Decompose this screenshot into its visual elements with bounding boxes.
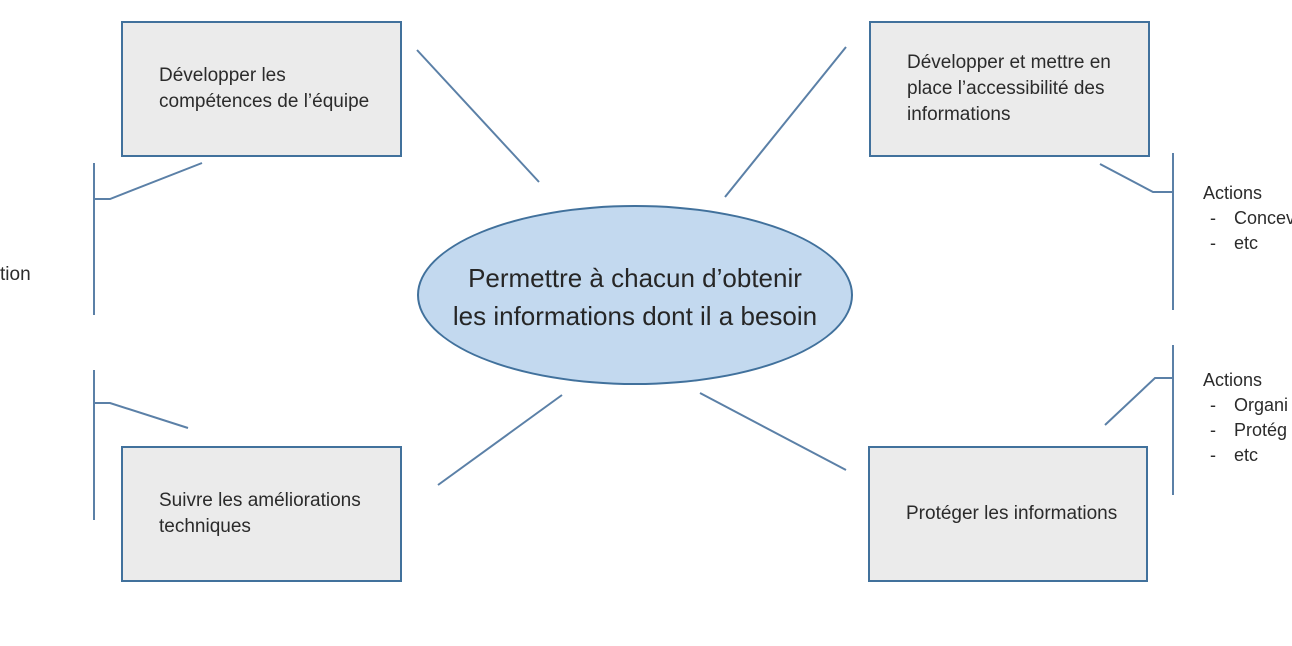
bullet-dash: -: [1210, 395, 1216, 415]
actions-list-top-title: Actions: [1203, 183, 1263, 203]
right-bracket-top-elbow[interactable]: [1099, 163, 1173, 193]
list-item: - etc: [1203, 231, 1292, 256]
actions-list-bottom: Actions - Organi - Protég - etc: [1203, 368, 1292, 468]
box-protect-information[interactable]: Protéger les informations: [868, 446, 1148, 582]
list-item-text: etc: [1234, 233, 1259, 253]
box-develop-skills-label: Développer les compétences de l’équipe: [159, 65, 370, 112]
list-item-text: Concev: [1234, 208, 1292, 228]
list-item-text: etc: [1234, 445, 1259, 465]
list-item: - Organi: [1203, 393, 1292, 418]
list-item: - Protég: [1203, 418, 1292, 443]
connector-top-left[interactable]: [416, 49, 540, 183]
bullet-dash: -: [1210, 445, 1216, 465]
connector-bottom-right[interactable]: [699, 392, 847, 471]
list-item-text: Organi: [1234, 395, 1289, 415]
box-technical-improvements[interactable]: Suivre les améliorations techniques: [121, 446, 402, 582]
box-information-accessibility-label: Développer et mettre en place l’accessib…: [907, 52, 1111, 125]
left-truncated-text: tion: [0, 264, 31, 285]
bullet-dash: -: [1210, 233, 1216, 253]
actions-list-bottom-title: Actions: [1203, 370, 1263, 390]
box-protect-information-label: Protéger les informations: [906, 503, 1118, 524]
list-item: - Concev: [1203, 206, 1292, 231]
actions-list-top: Actions - Concev - etc: [1203, 181, 1292, 256]
right-bracket-bottom-elbow[interactable]: [1104, 377, 1173, 426]
bullet-dash: -: [1210, 420, 1216, 440]
left-bracket-bottom-elbow[interactable]: [94, 402, 189, 429]
box-information-accessibility[interactable]: Développer et mettre en place l’accessib…: [869, 21, 1150, 157]
left-bracket-top-elbow[interactable]: [94, 162, 203, 200]
connector-top-right[interactable]: [724, 46, 847, 198]
list-item: - etc: [1203, 443, 1292, 468]
central-goal-label: Permettre à chacun d’obtenir les informa…: [452, 263, 818, 331]
connector-bottom-left[interactable]: [437, 394, 563, 486]
central-goal-ellipse[interactable]: Permettre à chacun d’obtenir les informa…: [417, 205, 853, 385]
box-develop-skills[interactable]: Développer les compétences de l’équipe: [121, 21, 402, 157]
list-item-text: Protég: [1234, 420, 1288, 440]
box-technical-improvements-label: Suivre les améliorations techniques: [159, 490, 361, 537]
bullet-dash: -: [1210, 208, 1216, 228]
